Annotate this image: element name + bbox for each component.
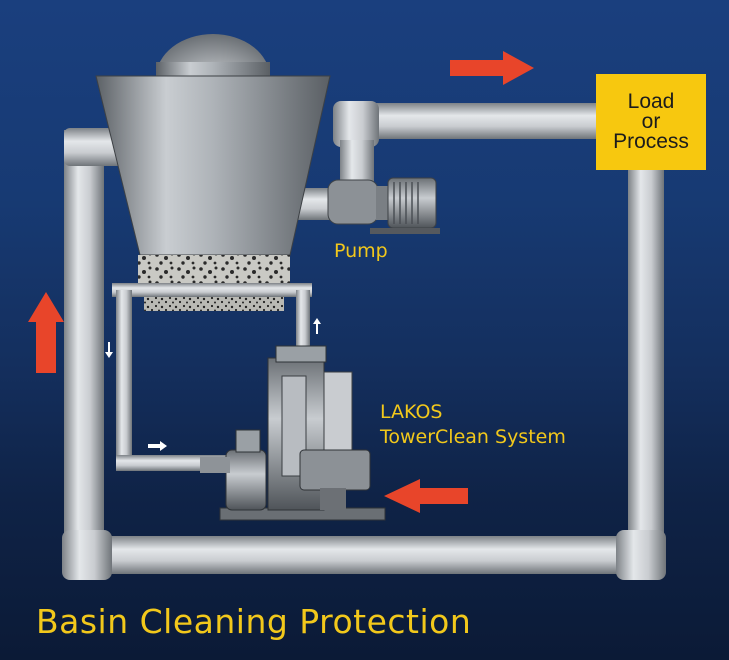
flow-arrow-left-icon: [384, 479, 468, 513]
lakos-towerclean-system: [200, 345, 386, 521]
top-supply-pipe: [340, 103, 600, 139]
lakos-label-line-1: LAKOS: [380, 401, 443, 423]
bottom-left-elbow: [62, 530, 112, 580]
left-riser-pipe: [64, 130, 104, 550]
top-left-elbow: [64, 128, 124, 166]
bottom-right-elbow: [616, 530, 666, 580]
flow-arrow-up-icon: [28, 292, 64, 373]
main-pipe-loop: [62, 101, 666, 580]
load-process-box: Load or Process: [596, 74, 706, 170]
diagram-caption: Basin Cleaning Protection: [36, 602, 472, 641]
right-downcomer-pipe: [628, 165, 664, 560]
bottom-return-pipe: [82, 536, 642, 574]
cooling-tower: [95, 34, 331, 311]
lakos-label-line-2: TowerClean System: [380, 426, 566, 448]
load-box-line-1: Load: [627, 90, 675, 113]
fill-media: [138, 255, 290, 287]
flow-arrow-right-icon: [450, 51, 534, 85]
lakos-system-label: LAKOS TowerClean System: [380, 400, 566, 450]
pump-label: Pump: [334, 240, 388, 262]
pump: [327, 177, 440, 234]
load-box-line-3: Process: [613, 130, 689, 153]
load-box-line-2: or: [641, 110, 661, 133]
small-white-arrow-icon: [105, 318, 321, 451]
top-elbow: [333, 101, 379, 147]
